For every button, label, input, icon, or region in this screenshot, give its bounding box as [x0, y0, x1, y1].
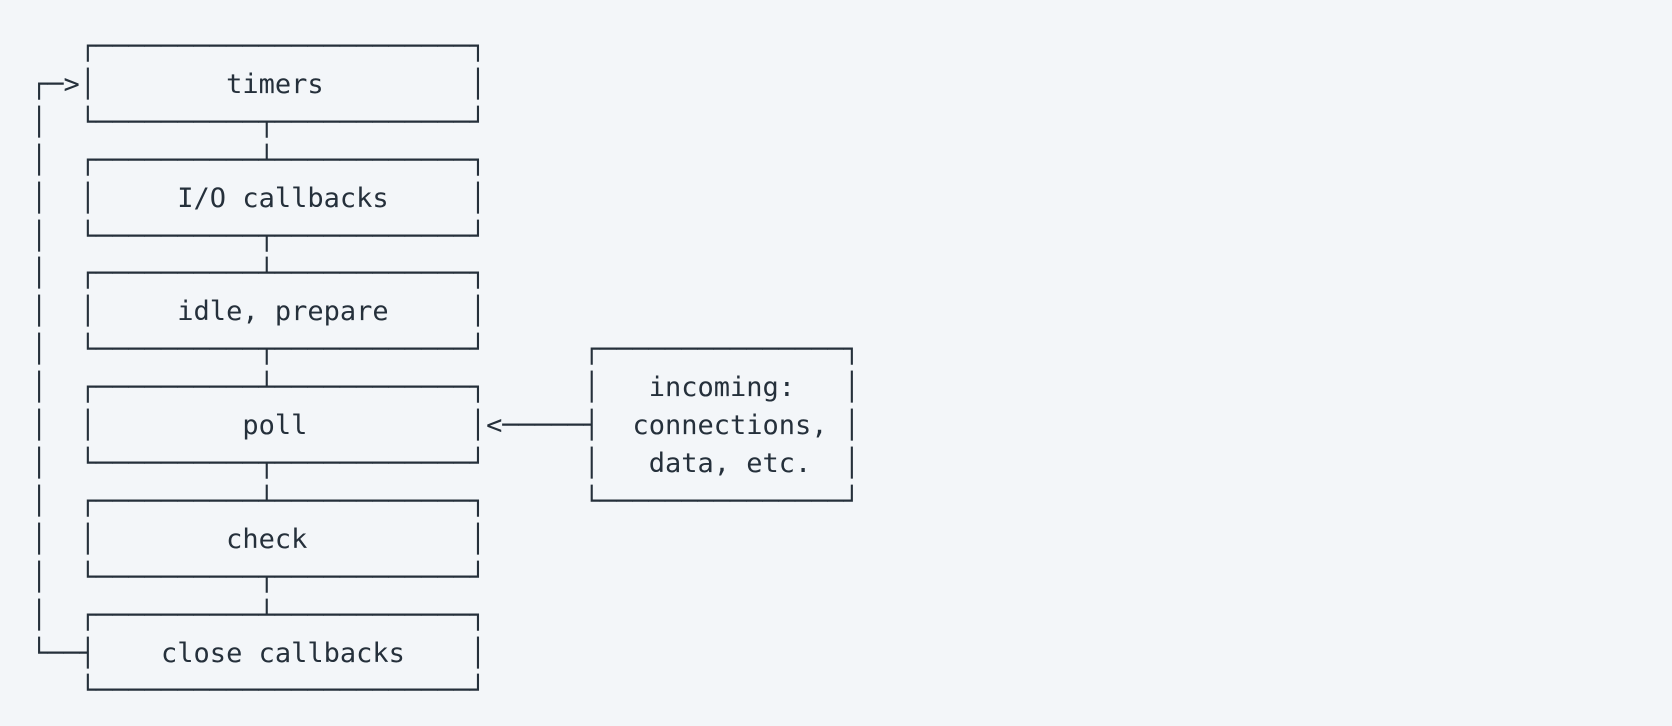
event-loop-ascii-diagram: ┌───────────────────────┐ ┌─>│ timers │ … [31, 31, 861, 707]
